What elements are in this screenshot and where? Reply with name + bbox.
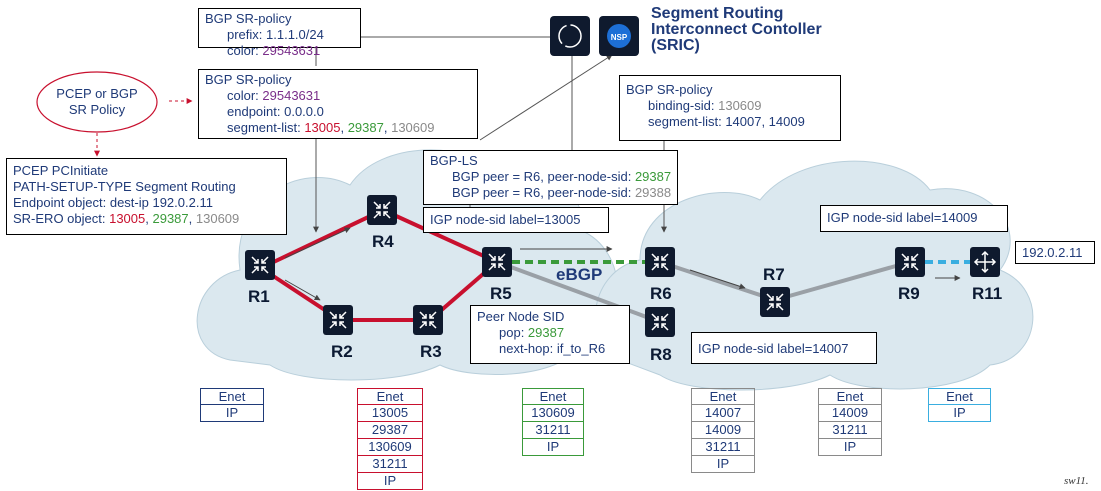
label-stack-cell: 31211 (818, 422, 882, 439)
policy-origin-line2: SR Policy (69, 102, 126, 117)
router-r11-icon (970, 247, 1000, 277)
router-r8-icon (645, 307, 675, 337)
label-stack-cell: IP (818, 439, 882, 456)
router-r8-label: R8 (650, 345, 672, 364)
igp-node-sid-14007-box: IGP node-sid label=14007 (691, 332, 877, 364)
label-stack-cell: 31211 (691, 439, 755, 456)
label-stack-cell: IP (691, 456, 755, 473)
router-r3-icon (413, 305, 443, 335)
router-r6-label: R6 (650, 284, 672, 303)
peer-node-sid-box: Peer Node SID pop: 29387 next-hop: if_to… (470, 305, 630, 364)
label-stack-cell: IP (928, 405, 991, 422)
label-stack-cell: 130609 (522, 405, 584, 422)
bgp-ls-box: BGP-LS BGP peer = R6, peer-node-sid: 293… (423, 150, 678, 205)
label-stack-cell: Enet (818, 388, 882, 405)
figure-id: sw11. (1064, 475, 1089, 487)
ebgp-label: eBGP (556, 265, 602, 284)
label-stack-cell: 130609 (357, 439, 423, 456)
label-stack-cell: IP (522, 439, 584, 456)
router-r2-label: R2 (331, 342, 353, 361)
label-stack-cell: 14007 (691, 405, 755, 422)
router-r9-icon (895, 247, 925, 277)
label-stack-cell: 14009 (818, 405, 882, 422)
sric-controller-icon (550, 16, 590, 56)
router-r9-label: R9 (898, 284, 920, 303)
router-r7-icon (760, 287, 790, 317)
pcep-pcinitiate-box: PCEP PCInitiate PATH-SETUP-TYPE Segment … (6, 158, 287, 235)
sric-title: Segment Routing Interconnect Contoller (… (651, 5, 822, 54)
bgp-sr-policy-segment-box: BGP SR-policy color: 29543631 endpoint: … (198, 69, 478, 139)
label-stack-cell: Enet (200, 388, 264, 405)
label-stack-cell: Enet (522, 388, 584, 405)
router-r3-label: R3 (420, 342, 442, 361)
bgp-sr-policy-binding-box: BGP SR-policy binding-sid: 130609 segmen… (619, 75, 841, 141)
router-r7-label: R7 (763, 265, 785, 284)
destination-ip-box: 192.0.2.11 (1015, 241, 1095, 264)
label-stack-cell: Enet (691, 388, 755, 405)
igp-node-sid-14009-box: IGP node-sid label=14009 (820, 205, 1008, 232)
label-stack-cell: 31211 (522, 422, 584, 439)
igp-node-sid-13005-box: IGP node-sid label=13005 (423, 207, 609, 233)
router-r4-icon (367, 195, 397, 225)
policy-origin-line1: PCEP or BGP (56, 86, 137, 101)
router-r5-label: R5 (490, 284, 512, 303)
label-stack-cell: 14009 (691, 422, 755, 439)
label-stack-cell: Enet (357, 388, 423, 405)
router-r1-icon (245, 250, 275, 280)
label-stack-cell: IP (200, 405, 264, 422)
router-r5-icon (482, 247, 512, 277)
svg-text:NSP: NSP (611, 33, 628, 42)
label-stack-cell: 31211 (357, 456, 423, 473)
router-r1-label: R1 (248, 287, 270, 306)
router-r6-icon (645, 247, 675, 277)
label-stack-cell: IP (357, 473, 423, 490)
router-r2-icon (323, 305, 353, 335)
router-r11-label: R11 (972, 284, 1003, 303)
router-r4-label: R4 (372, 232, 394, 251)
label-stack-cell: Enet (928, 388, 991, 405)
label-stack-cell: 29387 (357, 422, 423, 439)
label-stack-cell: 13005 (357, 405, 423, 422)
bgp-sr-policy-prefix-box: BGP SR-policy prefix: 1.1.1.0/24 color: … (198, 8, 361, 58)
